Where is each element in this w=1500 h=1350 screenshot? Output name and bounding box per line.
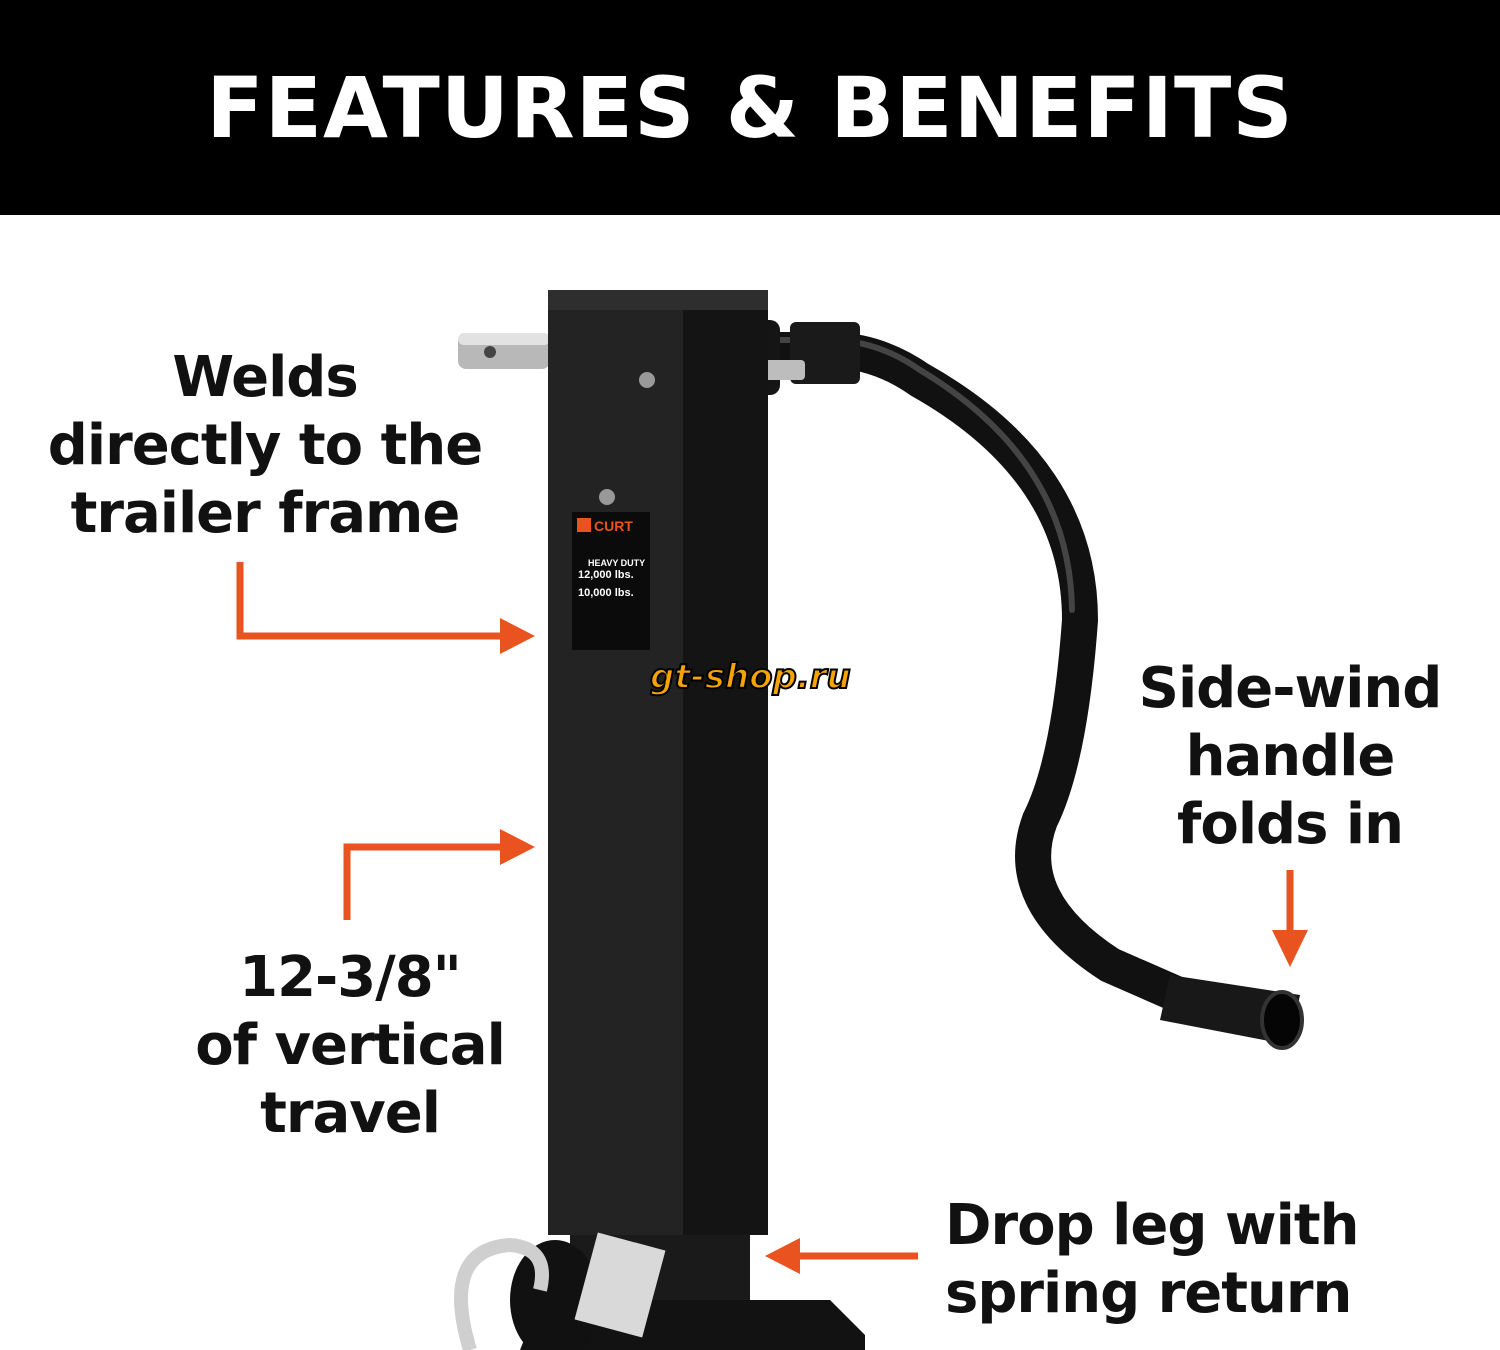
product-label: CURT HEAVY DUTY 12,000 lbs. 10,000 lbs. bbox=[572, 512, 650, 650]
callout-line: travel bbox=[260, 1081, 441, 1146]
callout-line: folds in bbox=[1176, 792, 1404, 857]
callout-line: trailer frame bbox=[70, 481, 461, 546]
callout-line: 12-3/8" bbox=[239, 945, 462, 1010]
header-banner: FEATURES & BENEFITS bbox=[0, 0, 1500, 215]
callout-line: Welds bbox=[172, 345, 358, 410]
label-rating: HEAVY DUTY bbox=[588, 558, 645, 568]
label-capacity: 12,000 lbs. bbox=[578, 569, 634, 581]
callout-line: directly to the bbox=[47, 413, 483, 478]
label-lift: 10,000 lbs. bbox=[578, 587, 634, 599]
jack-tube bbox=[454, 290, 865, 1350]
callout-travel: 12-3/8" of vertical travel bbox=[150, 944, 550, 1148]
arrow-travel bbox=[343, 843, 505, 920]
callout-line: of vertical bbox=[195, 1013, 506, 1078]
callout-dropleg: Drop leg with spring return bbox=[945, 1192, 1359, 1328]
callout-line: spring return bbox=[945, 1261, 1352, 1326]
page-title: FEATURES & BENEFITS bbox=[206, 58, 1294, 157]
arrow-welds bbox=[236, 562, 505, 640]
callout-arrows bbox=[236, 562, 1308, 1274]
callout-line: Side-wind bbox=[1138, 656, 1443, 721]
callout-line: Drop leg with bbox=[945, 1193, 1359, 1258]
mounting-pin bbox=[458, 333, 550, 369]
watermark: gt-shop.ru bbox=[650, 657, 851, 697]
label-brand: CURT bbox=[594, 518, 633, 534]
callout-line: handle bbox=[1185, 724, 1396, 789]
callout-welds: Welds directly to the trailer frame bbox=[40, 344, 490, 548]
callout-handle: Side-wind handle folds in bbox=[1120, 655, 1460, 859]
